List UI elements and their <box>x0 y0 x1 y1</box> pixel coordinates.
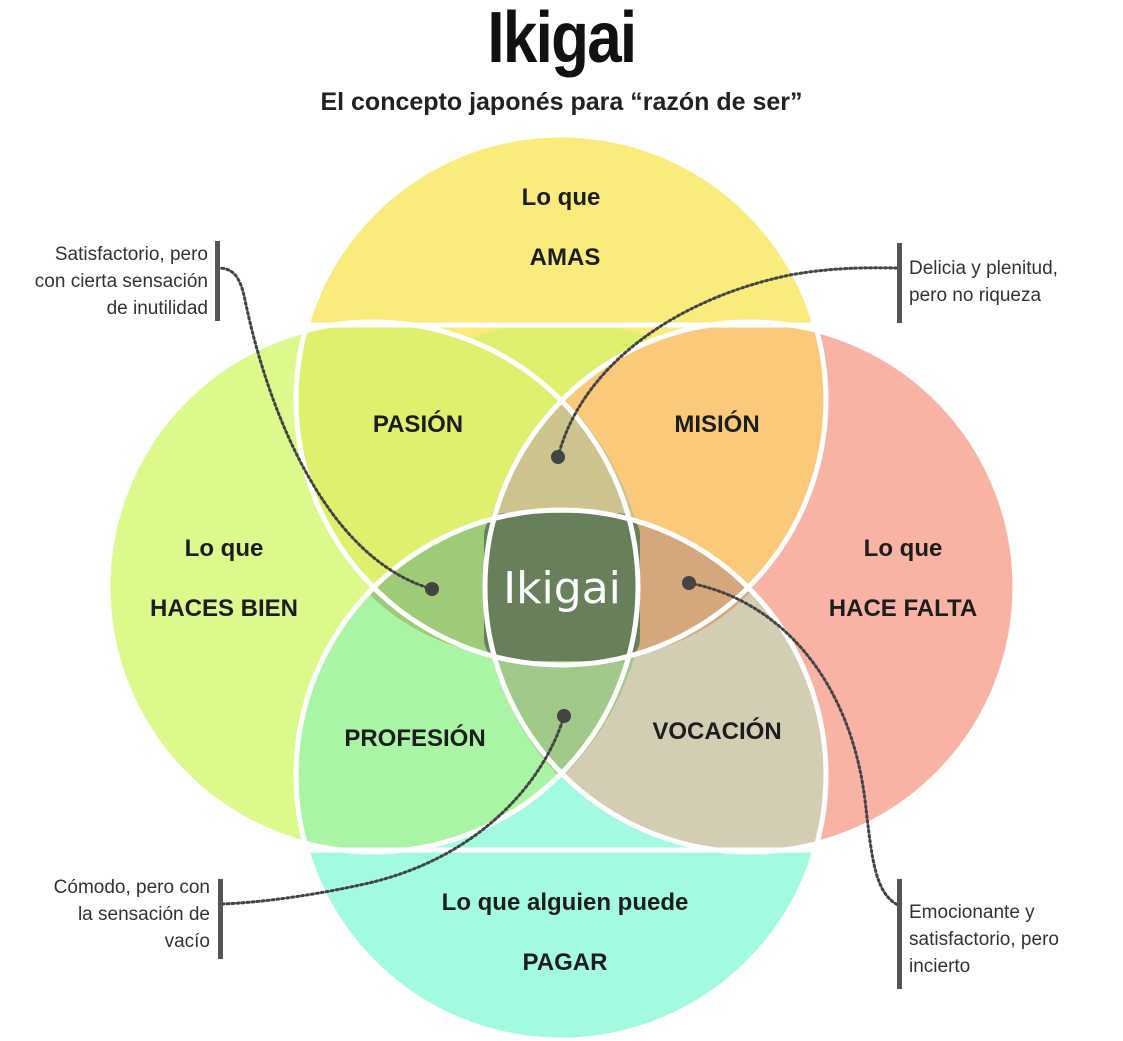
profession-label: PROFESIÓN <box>344 724 485 752</box>
bar-top-left <box>215 241 220 321</box>
good-at-line2: HACES BIEN <box>150 595 298 622</box>
note-bars <box>215 241 902 989</box>
love-line2: AMAS <box>530 244 601 271</box>
leader-top-right <box>556 266 902 459</box>
note-top-right-line2: pero no riqueza <box>909 285 1041 306</box>
paid-line1: Lo que alguien puede <box>442 889 689 916</box>
leader-bottom-left <box>220 714 566 906</box>
dot-bottom-right <box>682 576 696 590</box>
leader-dots <box>425 450 696 723</box>
note-top-left-line1: Satisfactorio, pero <box>55 244 208 265</box>
note-bottom-left: Cómodo, pero con la sensación de vacío <box>54 877 210 952</box>
lens-needs-paid <box>637 520 752 655</box>
note-bottom-right-line3: incierto <box>909 956 970 977</box>
vocation-label: VOCACIÓN <box>652 717 781 745</box>
needs-line2: HACE FALTA <box>829 595 977 622</box>
note-top-left-line2: con cierta sensación <box>35 271 208 292</box>
good-at-line1: Lo que <box>185 535 264 562</box>
note-bottom-right-line1: Emocionante y <box>909 902 1035 923</box>
circle-outlines <box>105 132 1018 1041</box>
bar-bottom-right <box>897 879 902 989</box>
leader-bottom-right <box>687 581 902 908</box>
mission-label: MISIÓN <box>674 410 759 438</box>
note-bottom-left-line1: Cómodo, pero con <box>54 877 210 898</box>
main-title: Ikigai <box>487 0 637 78</box>
dot-top-right <box>551 450 565 464</box>
bar-top-right <box>897 243 902 323</box>
note-bottom-right-line2: satisfactorio, pero <box>909 929 1059 950</box>
note-top-right: Delicia y plenitud, pero no riqueza <box>909 258 1058 306</box>
leader-top-left <box>216 266 434 591</box>
note-bottom-left-line2: la sensación de <box>78 904 210 925</box>
center-ikigai-region <box>484 513 640 661</box>
bar-bottom-left <box>218 879 223 959</box>
paid-line2: PAGAR <box>523 949 608 976</box>
note-top-left: Satisfactorio, pero con cierta sensación… <box>35 244 208 319</box>
love-line1: Lo que <box>522 184 601 211</box>
note-top-left-line3: de inutilidad <box>107 298 208 319</box>
dot-bottom-left <box>557 709 571 723</box>
note-top-right-line1: Delicia y plenitud, <box>909 258 1058 279</box>
center-ikigai-label: Ikigai <box>503 563 621 614</box>
subtitle: El concepto japonés para “razón de ser” <box>320 88 803 116</box>
note-bottom-right: Emocionante y satisfactorio, pero incier… <box>909 902 1059 977</box>
dot-top-left <box>425 582 439 596</box>
needs-line1: Lo que <box>864 535 943 562</box>
passion-label: PASIÓN <box>373 410 463 438</box>
note-bottom-left-line3: vacío <box>165 931 210 952</box>
leader-lines <box>216 266 902 908</box>
